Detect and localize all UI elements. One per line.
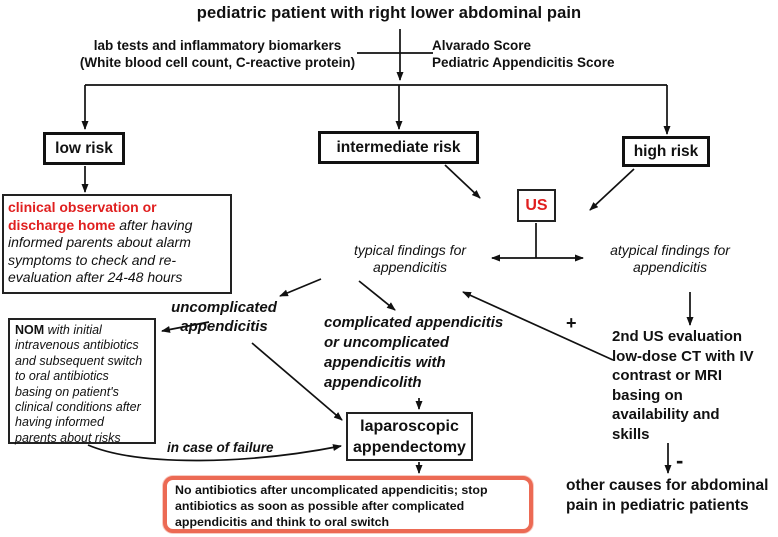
pediatric-appendicitis-score-line: Pediatric Appendicitis Score xyxy=(432,55,615,70)
laparoscopic-appendectomy-box: laparoscopic appendectomy xyxy=(346,412,473,461)
scores-label: Alvarado Score Pediatric Appendicitis Sc… xyxy=(432,37,672,71)
complicated-appendicitis-label: complicated appendicitis or uncomplicate… xyxy=(324,314,504,391)
lab-tests-line2: (White blood cell count, C-reactive prot… xyxy=(79,55,356,70)
nom-lead: NOM xyxy=(15,323,45,337)
nom-box: NOM with initial intravenous antibiotics… xyxy=(8,318,156,445)
in-case-of-failure-label: in case of failure xyxy=(167,440,274,455)
minus-sign-label: - xyxy=(676,448,684,473)
page-title: pediatric patient with right lower abdom… xyxy=(196,4,582,22)
lab-tests-line1: lab tests and inflammatory biomarkers xyxy=(93,38,342,53)
plus-sign-label: + xyxy=(566,313,577,333)
us-box: US xyxy=(517,189,556,222)
clinical-observation-detail: after having informed parents about alar… xyxy=(8,216,193,286)
uncomplicated-appendicitis-label: uncomplicated appendicitis xyxy=(171,299,277,335)
intermediate-risk-box: intermediate risk xyxy=(318,131,479,164)
high-risk-box: high risk xyxy=(622,136,710,167)
clinical-observation-highlight: clinical observation or discharge home xyxy=(8,199,157,233)
low-risk-box: low risk xyxy=(43,132,125,165)
nom-detail: with initial intravenous antibiotics and… xyxy=(15,323,143,445)
atypical-findings-label: atypical findings for appendicitis xyxy=(610,242,730,275)
second-us-evaluation-label: 2nd US evaluation low-dose CT with IV co… xyxy=(612,328,754,443)
typical-findings-label: typical findings for appendicitis xyxy=(353,242,467,275)
other-causes-label: other causes for abdominal pain in pedia… xyxy=(566,477,769,514)
lab-tests-label: lab tests and inflammatory biomarkers (W… xyxy=(50,37,385,71)
antibiotics-advice-box: No antibiotics after uncomplicated appen… xyxy=(163,476,533,533)
clinical-observation-box: clinical observation or discharge home a… xyxy=(2,194,232,294)
alvarado-score-line: Alvarado Score xyxy=(432,38,532,53)
